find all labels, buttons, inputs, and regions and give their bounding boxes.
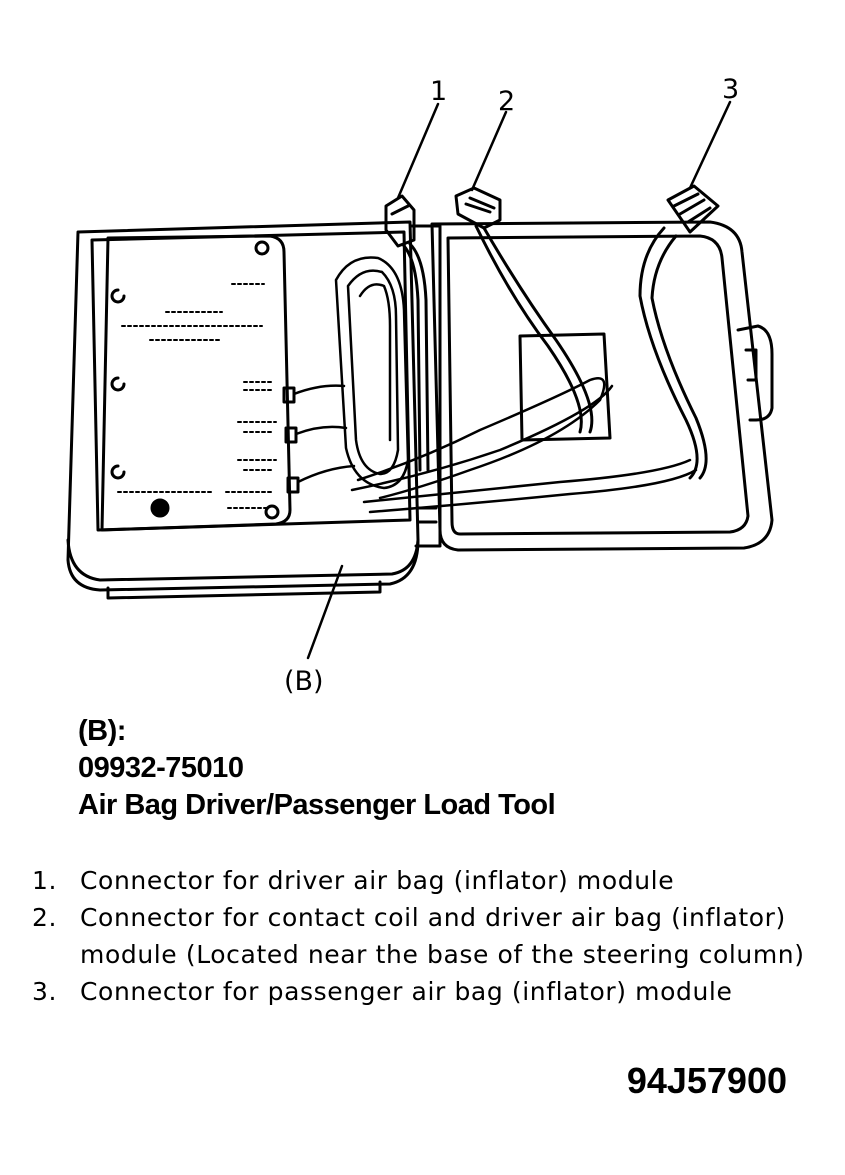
case-right-half	[430, 220, 774, 552]
legend-number: 1.	[32, 866, 58, 895]
case-hinge	[410, 224, 442, 548]
legend-text: Connector for contact coil and driver ai…	[80, 903, 805, 969]
tool-part-number: 09932-75010	[78, 752, 244, 784]
callout-3: 3	[722, 74, 739, 105]
tool-info: (B): 09932-75010 Air Bag Driver/Passenge…	[78, 713, 556, 824]
callout-2: 2	[498, 86, 515, 117]
connector-1-driver-airbag	[384, 194, 430, 472]
legend-item: 1. Connector for driver air bag (inflato…	[32, 862, 822, 899]
legend-item: 3. Connector for passenger air bag (infl…	[32, 973, 822, 1010]
leader-lines	[306, 100, 732, 660]
case-left-half	[66, 220, 420, 600]
callout-b: (B)	[284, 666, 324, 697]
legend-item: 2. Connector for contact coil and driver…	[32, 899, 822, 973]
callout-1: 1	[430, 76, 447, 107]
tool-ref: (B):	[78, 715, 126, 747]
load-tool-illustration: 1 2 3 (B)	[66, 74, 774, 697]
coiled-harness	[292, 256, 698, 514]
legend-list: 1. Connector for driver air bag (inflato…	[32, 862, 822, 1010]
legend-number: 2.	[32, 903, 58, 932]
tool-name: Air Bag Driver/Passenger Load Tool	[78, 789, 556, 821]
connector-3-passenger-airbag	[638, 184, 720, 480]
legend-text: Connector for driver air bag (inflator) …	[80, 866, 675, 895]
figure-code: 94J57900	[626, 1060, 787, 1101]
legend-number: 3.	[32, 977, 58, 1006]
legend-text: Connector for passenger air bag (inflato…	[80, 977, 733, 1006]
tester-panel	[100, 234, 300, 532]
